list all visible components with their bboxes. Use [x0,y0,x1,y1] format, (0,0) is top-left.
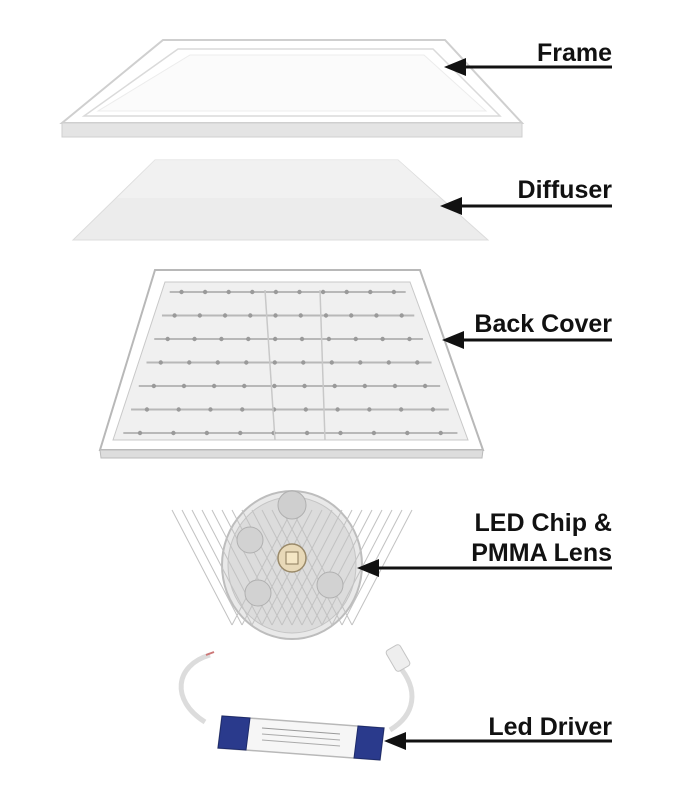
led-dot [380,336,385,342]
led-dot [250,289,255,295]
led-dot [344,289,349,295]
led-dot [362,383,368,389]
led-dot [158,360,163,365]
arrow-diffuser [440,197,612,215]
arrow-back-cover [442,331,612,349]
led-dot [332,383,337,389]
led-dot [320,289,326,295]
led-dot [301,360,306,365]
led-dot [246,336,251,342]
led-dot [244,360,249,365]
led-dot [405,430,410,436]
led-dot [438,430,443,436]
led-dot [302,383,307,389]
led-dot [338,430,343,436]
lens-line [201,509,263,626]
led-dot [430,407,436,412]
arrow-frame [444,58,612,76]
led-driver-illustration [178,644,415,761]
led-dot [273,289,279,295]
arrow-led-driver [384,732,612,750]
led-dot [391,289,397,295]
lens-line [221,509,283,626]
led-dot [171,430,176,436]
panel-divider [264,289,276,441]
led-dot [367,407,372,412]
led-dot [242,383,247,389]
led-dot [329,360,334,365]
led-dot [179,289,184,295]
led-dot [303,407,309,412]
frame-illustration [59,39,525,138]
led-dot [398,407,404,412]
led-dot [415,360,420,365]
led-dot [187,360,192,365]
lens-line [291,509,353,626]
led-dot [248,313,253,318]
led-dot [358,360,363,365]
led-dot [299,336,305,342]
led-dot [238,430,243,436]
led-dot [211,383,217,389]
label-led-chip-line1: LED Chip & [474,509,613,537]
lens-line [171,509,233,626]
label-led-chip-line2: PMMA Lens [471,539,612,567]
led-dot [165,336,170,342]
led-dot [176,407,181,412]
led-dot [226,289,231,295]
diffuser-illustration [71,159,490,241]
led-dot [349,313,354,318]
led-dot [240,407,245,412]
led-strips-group [123,289,458,441]
led-chip-illustration [171,490,413,640]
led-dot [272,360,277,365]
led-dot [371,430,377,436]
led-dot [297,289,302,295]
label-frame: Frame [536,39,612,67]
led-dot [272,336,278,342]
led-dot [399,313,404,318]
led-dot [353,336,358,342]
led-dot [335,407,340,412]
led-dot [181,383,187,389]
back-cover-illustration [98,269,485,459]
led-dot [392,383,398,389]
led-dot [192,336,197,342]
led-dot [368,289,373,295]
led-dot [386,360,391,365]
led-dot [422,383,428,389]
led-dot [407,336,412,342]
led-dot [304,430,310,436]
led-dot [374,313,379,318]
led-dot [222,313,228,318]
panel-divider [319,289,326,441]
lens-line [181,509,243,626]
led-dot [219,336,224,342]
led-dot [204,430,210,436]
lens-line [191,509,253,626]
led-dot [323,313,329,318]
led-dot [144,407,150,412]
label-led-chip: LED Chip & PMMA Lens [471,508,612,568]
led-dot [272,383,277,389]
label-led-driver: Led Driver [488,713,612,741]
led-dot [298,313,303,318]
label-back-cover: Back Cover [474,310,612,338]
led-dot [151,383,157,389]
led-dot [172,313,177,318]
lens-line [281,509,343,626]
led-dot [208,407,213,412]
label-diffuser: Diffuser [517,176,612,204]
led-dot [137,430,143,436]
led-dot [197,313,203,318]
arrow-led-chip [357,559,612,577]
led-dot [202,289,208,295]
led-dot [273,313,278,318]
led-dot [215,360,220,365]
led-dot [326,336,332,342]
